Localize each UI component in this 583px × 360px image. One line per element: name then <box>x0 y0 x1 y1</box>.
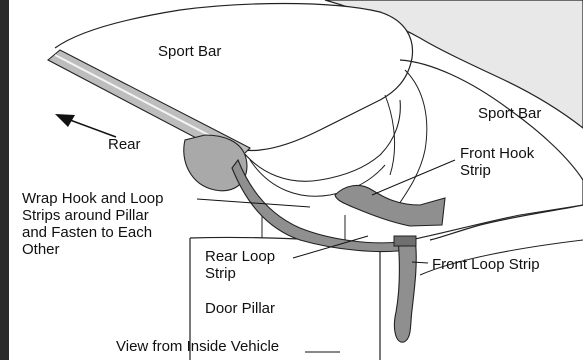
sport-bar-right-inner-2 <box>385 95 395 175</box>
label-sport-bar-right: Sport Bar <box>478 105 541 122</box>
label-rear: Rear <box>108 136 141 153</box>
strip-clasp <box>394 236 416 246</box>
label-front-hook-strip: Front Hook Strip <box>460 145 534 179</box>
label-rear-loop-line-2: Strip <box>205 265 275 282</box>
front-loop-strip-shape <box>394 238 416 342</box>
label-wrap-instruction: Wrap Hook and Loop Strips around Pillar … <box>22 190 163 258</box>
rear-arrow-line <box>70 120 116 137</box>
label-front-loop-strip: Front Loop Strip <box>432 256 540 273</box>
label-view-caption: View from Inside Vehicle <box>116 338 279 355</box>
label-wrap-line-3: and Fasten to Each <box>22 224 163 241</box>
label-wrap-line-4: Other <box>22 241 163 258</box>
front-hook-strip-shape <box>335 185 445 226</box>
label-door-pillar: Door Pillar <box>205 300 275 317</box>
label-sport-bar-top: Sport Bar <box>158 43 221 60</box>
sport-bar-right-inner <box>395 70 427 210</box>
label-rear-loop-line-1: Rear Loop <box>205 248 275 265</box>
label-wrap-line-1: Wrap Hook and Loop <box>22 190 163 207</box>
label-front-hook-strip-line-1: Front Hook <box>460 145 534 162</box>
label-front-hook-strip-line-2: Strip <box>460 162 534 179</box>
label-wrap-line-2: Strips around Pillar <box>22 207 163 224</box>
label-rear-loop-strip: Rear Loop Strip <box>205 248 275 282</box>
